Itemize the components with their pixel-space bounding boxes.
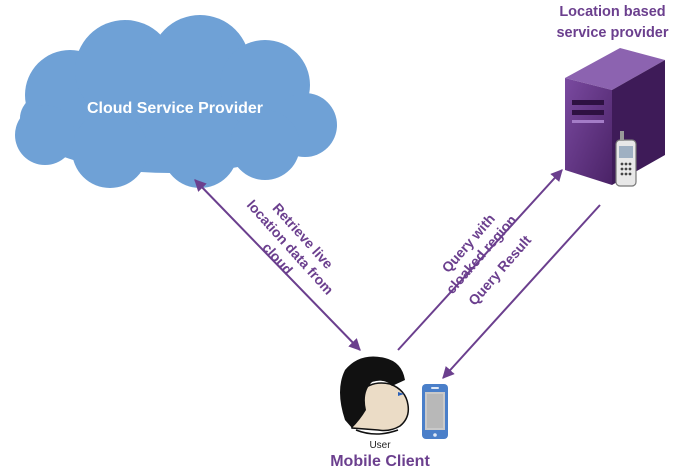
lbs-title-line1: Location based [559, 4, 666, 20]
query-arrow [397, 169, 563, 351]
server-icon [565, 48, 665, 185]
mobile-client-title: Mobile Client [330, 453, 430, 470]
user-icon [340, 356, 410, 435]
retrieve-arrow [194, 179, 361, 351]
result-arrow [442, 204, 601, 379]
lbs-title: Location based service provider [540, 2, 685, 44]
cloud-service-provider-label: Cloud Service Provider [86, 100, 264, 117]
user-label: User [369, 440, 391, 451]
lbs-title-line2: service provider [556, 25, 669, 41]
mobile-phone-icon [422, 384, 448, 439]
phone-on-server-icon [615, 131, 637, 187]
cloud-shape [15, 15, 337, 188]
